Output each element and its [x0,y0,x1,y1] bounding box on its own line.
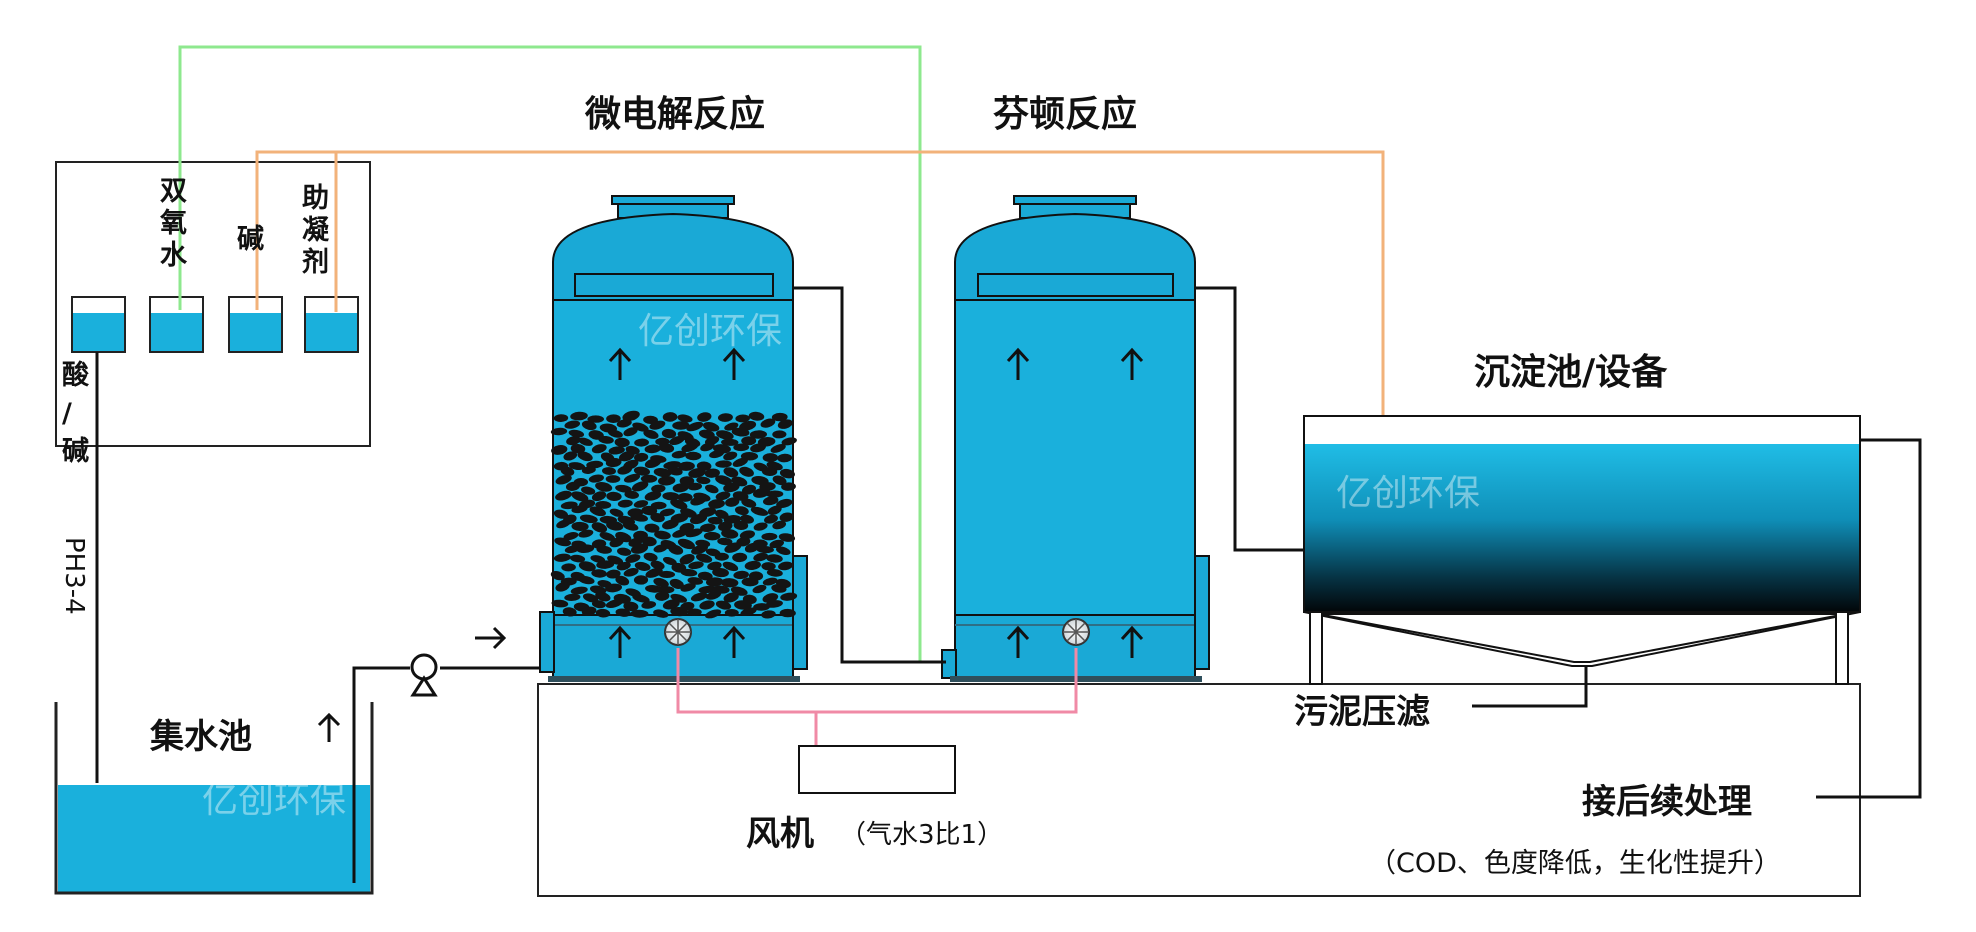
label-sedimentation: 沉淀池/设备 [1474,352,1668,393]
label-sludge-filter: 污泥压滤 [1294,692,1430,732]
label-follow-up: 接后续处理 [1582,782,1752,822]
arrow-up-icon [317,712,341,742]
dosing-tank-coagulant [304,296,359,353]
label-fenton: 芬顿反应 [993,94,1137,135]
micro-electrolysis-reactor [539,195,808,682]
arrow-right-icon [475,626,507,650]
media-bed [550,410,798,619]
arrow-up-icon [722,625,746,658]
label-ph: PH3-4 [59,537,89,615]
flow-arrows [608,347,1144,658]
aerator-icon [664,618,692,646]
feed-pipe [352,666,410,883]
effluent-pipe [1816,438,1922,799]
collection-tank-water [58,785,370,893]
dosing-tank-alkali [228,296,283,353]
label-hydrogen-peroxide: 双氧水 [159,176,188,271]
arrow-up-icon [722,347,746,380]
watermark-reactor: 亿创环保 [638,311,782,352]
blower-box [798,745,956,794]
diffusers [664,618,1090,646]
arrow-up-icon [1120,625,1144,658]
arrow-up-icon [1006,625,1030,658]
sedimentation-tank [1303,415,1861,685]
equipment-base [537,683,1861,897]
arrow-up-icon [1006,347,1030,380]
label-micro-electrolysis: 微电解反应 [584,94,765,135]
arrow-up-icon [608,347,632,380]
alkali-line [255,150,1385,447]
arrow-up-icon [608,625,632,658]
aerator-icon [1062,618,1090,646]
label-coagulant: 助凝剂 [302,183,330,278]
fenton-reactor [941,195,1210,682]
hydrogen-peroxide-line [178,45,922,662]
collection-tank-wall [54,702,374,895]
air-line [676,648,1078,714]
label-alkali: 碱 [237,224,264,255]
dosing-tank-hydrogen-peroxide [149,296,204,353]
label-acid-alkali: 酸/碱 [62,360,90,467]
reactor-connect-pipe [793,286,946,664]
label-blower: 风机 [746,814,814,854]
dosing-tank-acid-alkali [71,296,126,353]
arrow-up-icon [1120,347,1144,380]
watermark-collection-tank: 亿创环保 [202,780,346,821]
pump-icon [410,653,438,697]
fenton-to-sedimentation-pipe [1195,286,1304,552]
label-collection-tank: 集水池 [149,717,252,757]
sludge-line [1472,666,1588,708]
watermark-sedimentation: 亿创环保 [1336,473,1480,514]
label-blower-note: （气水3比1） [840,820,1003,850]
label-follow-up-note: （COD、色度降低，生化性提升） [1369,848,1781,879]
